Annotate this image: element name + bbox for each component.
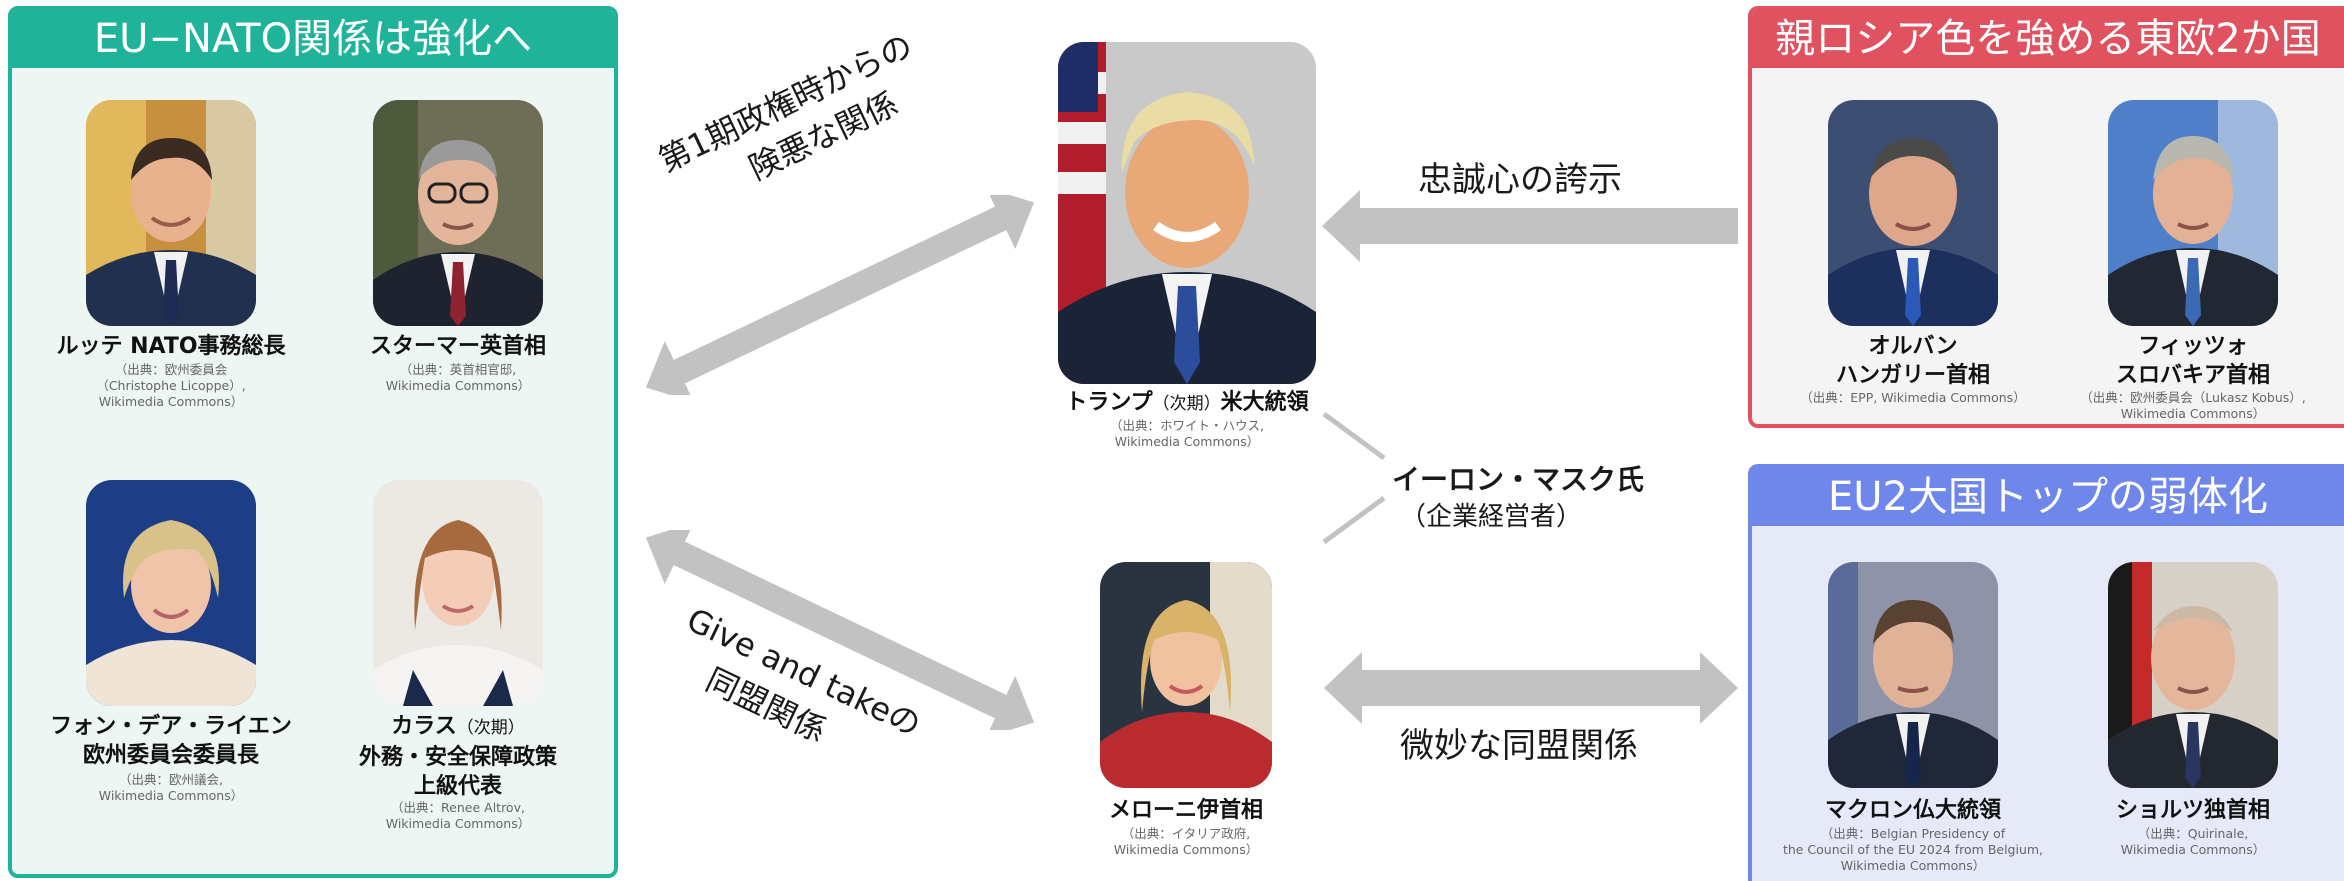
pro-russia-trump-relation-label: 忠誠心の誇示 [1418, 160, 1622, 200]
rutte-name: ルッテ NATO事務総長 [56, 334, 286, 359]
musk-name: イーロン・マスク氏 [1392, 463, 1645, 496]
musk-role: （企業経営者） [1400, 502, 1583, 532]
scholz-photo [2108, 562, 2278, 788]
starmer-photo [373, 100, 543, 326]
orban-photo [1828, 100, 1998, 326]
fico-credit: （出典：欧州委員会（Lukasz Kobus）, Wikimedia Commo… [2080, 390, 2306, 421]
meloni-eu-arrow [645, 530, 1035, 730]
starmer-credit: （出典：英首相官邸, Wikimedia Commons） [385, 362, 531, 393]
eu-nato-panel-title: EU−NATO関係は強化へ [12, 10, 614, 68]
macron-photo [1828, 562, 1998, 788]
pro-russia-trump-arrow [1322, 190, 1738, 262]
fico-name: フィッツォ スロバキア首相 [2115, 334, 2270, 388]
meloni-name: メローニ伊首相 [1108, 798, 1263, 823]
eu2-panel-title: EU2大国トップの弱体化 [1752, 468, 2344, 526]
kallas-credit: （出典：Renee Altrov, Wikimedia Commons） [385, 800, 531, 831]
trump-photo [1058, 42, 1316, 384]
pro-russia-panel-title: 親ロシア色を強める東欧2か国 [1752, 10, 2344, 68]
meloni-eu2-relation-label: 微妙な同盟関係 [1400, 726, 1638, 766]
macron-credit: （出典：Belgian Presidency of the Council of… [1782, 826, 2044, 873]
von-der-leyen-credit: （出典：欧州議会, Wikimedia Commons） [98, 772, 244, 803]
meloni-eu2-arrow [1324, 652, 1738, 724]
trump-eu-relation-label: 第1期政権時からの 険悪な関係 [652, 26, 919, 188]
trump-name: トランプ（次期）米大統領 [1065, 390, 1309, 415]
trump-credit: （出典：ホワイト・ハウス, Wikimedia Commons） [1110, 418, 1264, 449]
trump-eu-arrow [645, 195, 1035, 395]
macron-name: マクロン仏大統領 [1824, 798, 2001, 823]
musk-connector-lines [1322, 411, 1386, 545]
meloni-credit: （出典：イタリア政府, Wikimedia Commons） [1113, 826, 1259, 857]
rutte-photo [86, 100, 256, 326]
rutte-credit: （出典：欧州委員会 （Christophe Licoppe）, Wikimedi… [96, 362, 246, 409]
fico-photo [2108, 100, 2278, 326]
kallas-name: カラス（次期） 外務・安全保障政策 上級代表 [358, 714, 557, 799]
orban-name: オルバン ハンガリー首相 [1835, 334, 1990, 388]
scholz-name: ショルツ独首相 [2115, 798, 2270, 823]
von-der-leyen-name: フォン・デア・ライエン 欧州委員会委員長 [50, 714, 292, 768]
kallas-photo [373, 480, 543, 706]
meloni-photo [1100, 562, 1272, 788]
orban-credit: （出典：EPP, Wikimedia Commons） [1800, 390, 2026, 405]
scholz-credit: （出典：Quirinale, Wikimedia Commons） [2120, 826, 2266, 857]
starmer-name: スターマー英首相 [369, 334, 546, 359]
von-der-leyen-photo [86, 480, 256, 706]
